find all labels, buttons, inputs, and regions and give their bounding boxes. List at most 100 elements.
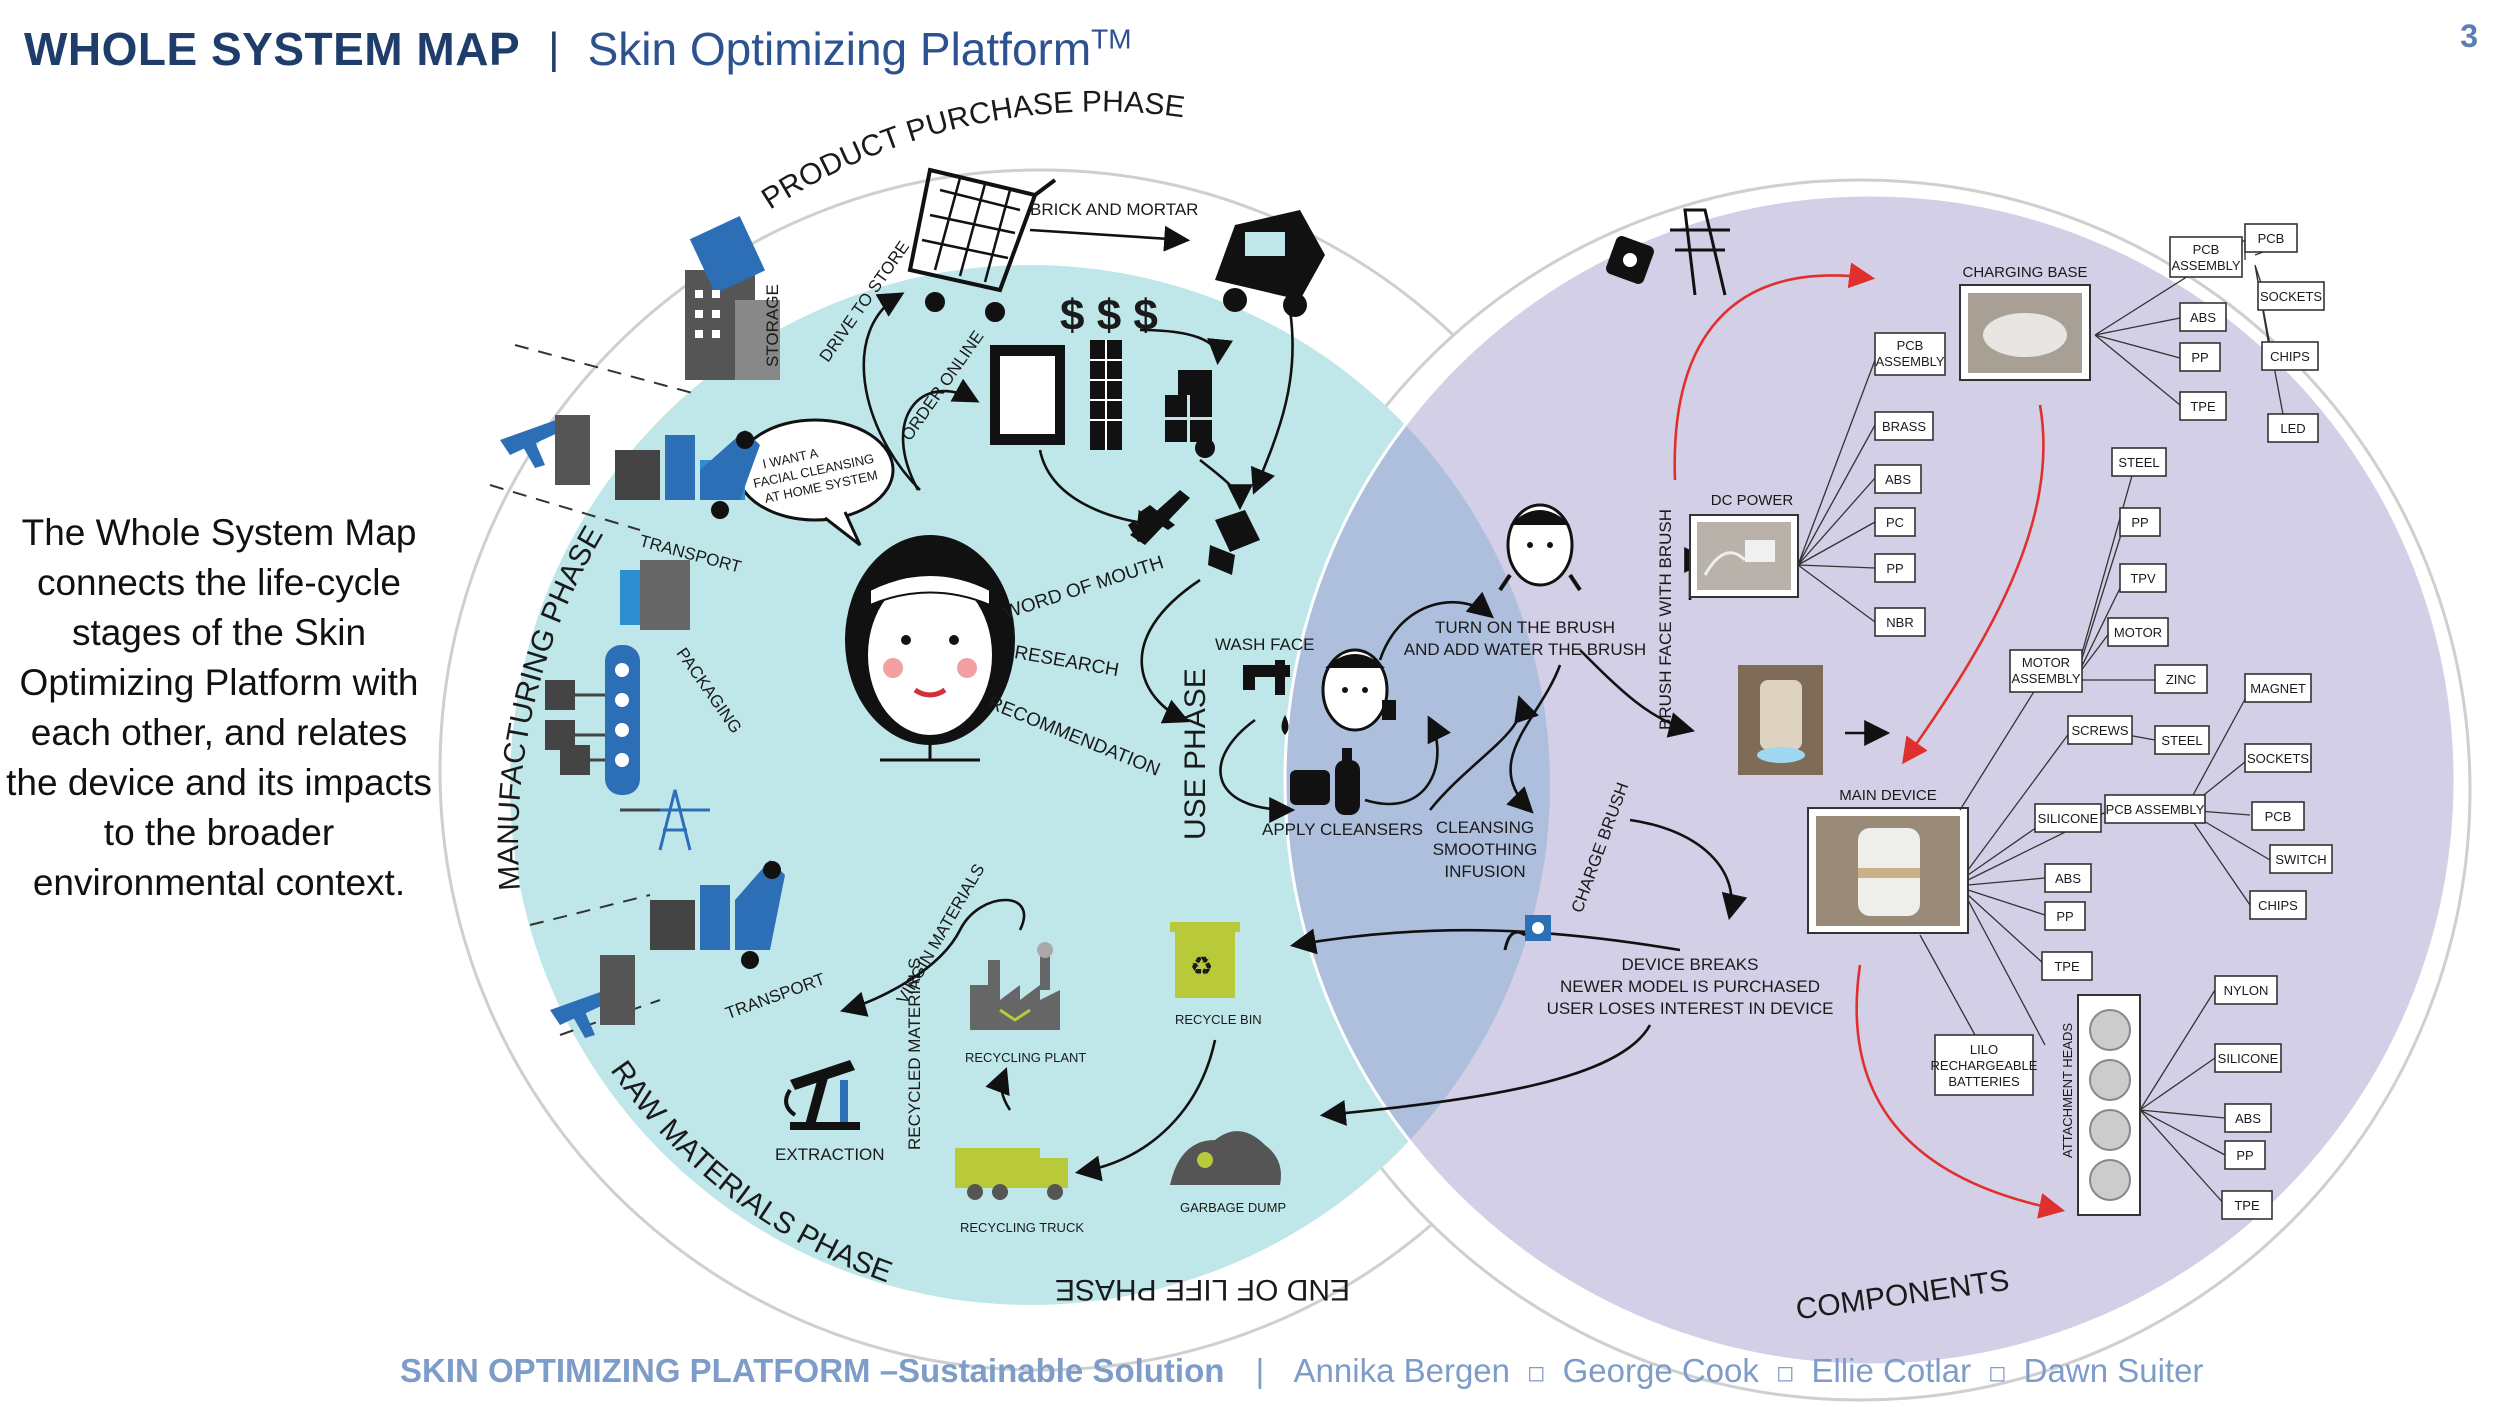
md-screws-box: SCREWS <box>2067 715 2133 745</box>
dc-pp-box: PP <box>1874 553 1916 583</box>
cb-tpe-box: TPE <box>2179 391 2227 421</box>
slide-title: WHOLE SYSTEM MAP <box>24 23 521 75</box>
svg-text:BRASS: BRASS <box>1882 419 1926 434</box>
footer-author-4: Dawn Suiter <box>2023 1352 2204 1389</box>
footer-bullet-2: ◻ <box>1776 1360 1795 1385</box>
md-silicone-box: SILICONE <box>2034 803 2102 833</box>
recycle-bin-icon: ♻ <box>1170 922 1240 998</box>
heads-tpe-box: TPE <box>2221 1190 2273 1220</box>
md-magnet-box: MAGNET <box>2244 673 2312 703</box>
device-breaks-line-3: USER LOSES INTEREST IN DEVICE <box>1547 999 1834 1018</box>
svg-text:CHIPS: CHIPS <box>2258 898 2298 913</box>
charger-icon <box>1503 915 1551 951</box>
factory-truck-icon-bottom <box>650 860 785 969</box>
svg-text:ASSEMBLY: ASSEMBLY <box>1875 354 1944 369</box>
recycling-plant-icon <box>970 942 1060 1030</box>
svg-text:SWITCH: SWITCH <box>2275 852 2326 867</box>
svg-text:TPV: TPV <box>2130 571 2156 586</box>
svg-text:PP: PP <box>2056 909 2073 924</box>
woman-brushing-icon <box>1498 503 1582 592</box>
purchase-arrows <box>862 225 1294 724</box>
car-icon <box>1215 210 1325 317</box>
plane-icon-top <box>500 415 590 485</box>
motor-tpv-box: TPV <box>2119 563 2167 593</box>
virgin-materials-arrow <box>840 898 1026 1017</box>
svg-text:TPE: TPE <box>2234 1198 2260 1213</box>
oil-pump-icon <box>784 1060 860 1130</box>
footer-project: SKIN OPTIMIZING PLATFORM –Sustainable So… <box>400 1352 1225 1389</box>
svg-text:ABS: ABS <box>2235 1111 2261 1126</box>
svg-text:SOCKETS: SOCKETS <box>2260 289 2322 304</box>
attachment-heads-photo <box>2077 994 2141 1216</box>
woman-face-icon <box>845 535 1015 762</box>
svg-text:STEEL: STEEL <box>2118 455 2159 470</box>
truck-to-plant-arrow <box>985 1067 1012 1111</box>
device-breaks-text: DEVICE BREAKS NEWER MODEL IS PURCHASED U… <box>1547 955 1834 1018</box>
cleansing-line-2: SMOOTHING <box>1433 840 1538 859</box>
device-breaks-line-2: NEWER MODEL IS PURCHASED <box>1560 977 1820 996</box>
use-phase-arrows <box>1219 547 1748 921</box>
svg-text:MOTOR: MOTOR <box>2114 625 2162 640</box>
cleanser-bottles-icon <box>1290 748 1360 815</box>
device-breaks-line-1: DEVICE BREAKS <box>1622 955 1759 974</box>
speech-bubble: I WANT A FACIAL CLEANSING AT HOME SYSTEM <box>735 418 895 547</box>
cb-sockets-box: SOCKETS <box>2257 281 2325 311</box>
device-photo-small <box>1738 665 1823 775</box>
svg-text:STEEL: STEEL <box>2161 733 2202 748</box>
svg-text:BATTERIES: BATTERIES <box>1948 1074 2020 1089</box>
svg-text:NYLON: NYLON <box>2224 983 2269 998</box>
turn-on-brush-line-1: TURN ON THE BRUSH <box>1435 618 1615 637</box>
motor-steel-box: STEEL <box>2111 447 2167 477</box>
footer-separator: | <box>1255 1352 1265 1389</box>
md-switch-box: SWITCH <box>2269 844 2333 874</box>
factory-truck-icon-top <box>615 430 760 519</box>
svg-text:ABS: ABS <box>2190 310 2216 325</box>
storage-label: STORAGE <box>763 284 782 367</box>
heads-abs-box: ABS <box>2224 1103 2272 1133</box>
dc-nbr-box: NBR <box>1874 607 1926 637</box>
recycling-plant-label: RECYCLING PLANT <box>965 1050 1086 1065</box>
red-arrow-device-to-heads <box>1855 964 2066 1219</box>
md-pp-box: PP <box>2044 901 2086 931</box>
md-chips-box: CHIPS <box>2249 890 2307 920</box>
intro-text: The Whole System Map connects the life-c… <box>6 512 432 903</box>
conveyor-icon <box>545 645 640 795</box>
teal-circle <box>510 265 1550 1305</box>
svg-text:ABS: ABS <box>2055 871 2081 886</box>
recycling-truck-label: RECYCLING TRUCK <box>960 1220 1084 1235</box>
garbage-dump-label: GARBAGE DUMP <box>1180 1200 1286 1215</box>
trademark-mark: TM <box>1091 23 1132 55</box>
dc-abs-box: ABS <box>1874 464 1922 494</box>
svg-text:LILO: LILO <box>1970 1042 1998 1057</box>
dc-power-label: DC POWER <box>1711 492 1794 509</box>
cb-pcb-box: PCB <box>2244 223 2298 253</box>
svg-text:ASSEMBLY: ASSEMBLY <box>2011 671 2080 686</box>
battery-connector <box>1919 934 1976 1036</box>
motor-pp-box: PP <box>2119 507 2161 537</box>
md-pcb-box: PCB <box>2251 801 2305 831</box>
main-device-label: MAIN DEVICE <box>1839 787 1937 804</box>
md-pcb-assembly-box: PCB ASSEMBLY <box>2104 794 2206 824</box>
recycling-truck-icon <box>955 1148 1068 1200</box>
footer-author-3: Ellie Cotlar <box>1811 1352 1972 1389</box>
svg-text:TPE: TPE <box>2190 399 2216 414</box>
svg-text:MOTOR: MOTOR <box>2022 655 2070 670</box>
svg-text:TPE: TPE <box>2054 959 2080 974</box>
heads-silicone-box: SILICONE <box>2214 1043 2282 1073</box>
cleansing-line-3: INFUSION <box>1444 862 1525 881</box>
page-number: 3 <box>2460 18 2478 54</box>
charging-base-photo <box>1959 284 2091 381</box>
red-arrow-base-to-device <box>1901 404 2045 765</box>
plane-icon-bottom <box>550 955 635 1038</box>
dc-pc-box: PC <box>1874 507 1916 537</box>
phase-title-use: USE PHASE <box>1179 668 1212 840</box>
power-pylon-icon <box>1670 208 1730 296</box>
wash-face-label: WASH FACE <box>1215 635 1315 654</box>
cb-pp-box: PP <box>2179 342 2221 372</box>
svg-text:PC: PC <box>1886 515 1904 530</box>
storage-building-icon <box>685 215 780 380</box>
slide-subtitle: Skin Optimizing PlatformTM <box>588 22 1132 76</box>
